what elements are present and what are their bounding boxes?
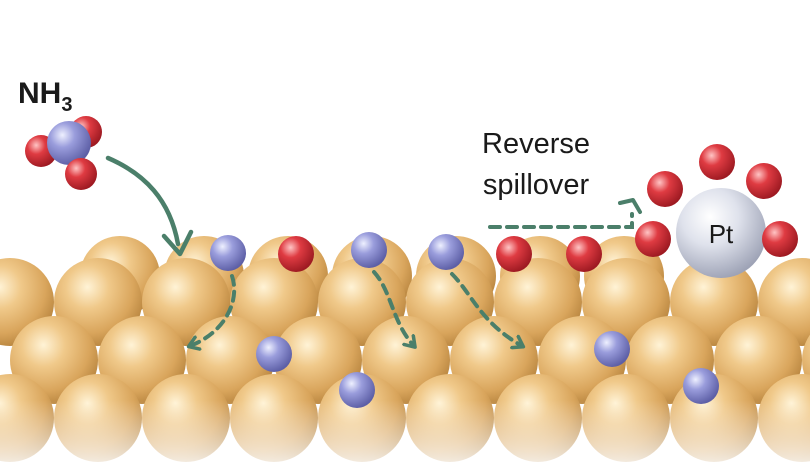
- pt-label: Pt: [709, 219, 734, 249]
- h-adatom: [496, 236, 532, 272]
- support-atom: [802, 334, 810, 386]
- n-atom: [339, 372, 375, 408]
- spillover-label-line2: spillover: [483, 169, 590, 201]
- surface-adatoms: [210, 232, 602, 272]
- nh3-label-main: NH: [18, 77, 61, 110]
- nh3-label: NH3: [18, 77, 72, 116]
- n-atom: [594, 331, 630, 367]
- n-atom: [47, 121, 91, 165]
- reverse-spillover-arrow: [488, 212, 634, 229]
- n-adatom: [428, 234, 464, 270]
- diffusion-arrow: [372, 270, 414, 346]
- h-atom-on-pt: [647, 171, 683, 207]
- reverse-spillover-arrowhead: [618, 198, 642, 214]
- n-adatom: [210, 235, 246, 271]
- h-adatom: [278, 236, 314, 272]
- n-atom: [256, 336, 292, 372]
- h-atom-on-pt: [762, 221, 798, 257]
- adsorption-arrowhead: [161, 229, 194, 257]
- subsurface-n-atoms: [256, 331, 719, 408]
- diffusion-arrow: [190, 274, 237, 346]
- lattice-fade: [0, 400, 810, 475]
- adsorption-arrow: [105, 155, 181, 247]
- n-atom: [683, 368, 719, 404]
- pt-sphere: [676, 188, 766, 278]
- spillover-label-line1: Reverse: [482, 128, 590, 160]
- h-atom: [65, 158, 97, 190]
- h-atom-on-pt: [699, 144, 735, 180]
- h-atom-on-pt: [746, 163, 782, 199]
- pt-cluster: Pt: [635, 144, 798, 278]
- h-atom-on-pt: [635, 221, 671, 257]
- nh3-molecule: [25, 116, 102, 190]
- h-adatom: [566, 236, 602, 272]
- diffusion-arrows: [190, 270, 522, 346]
- n-adatom: [351, 232, 387, 268]
- diffusion-arrow: [450, 272, 522, 346]
- nh3-label-subscript: 3: [61, 94, 72, 116]
